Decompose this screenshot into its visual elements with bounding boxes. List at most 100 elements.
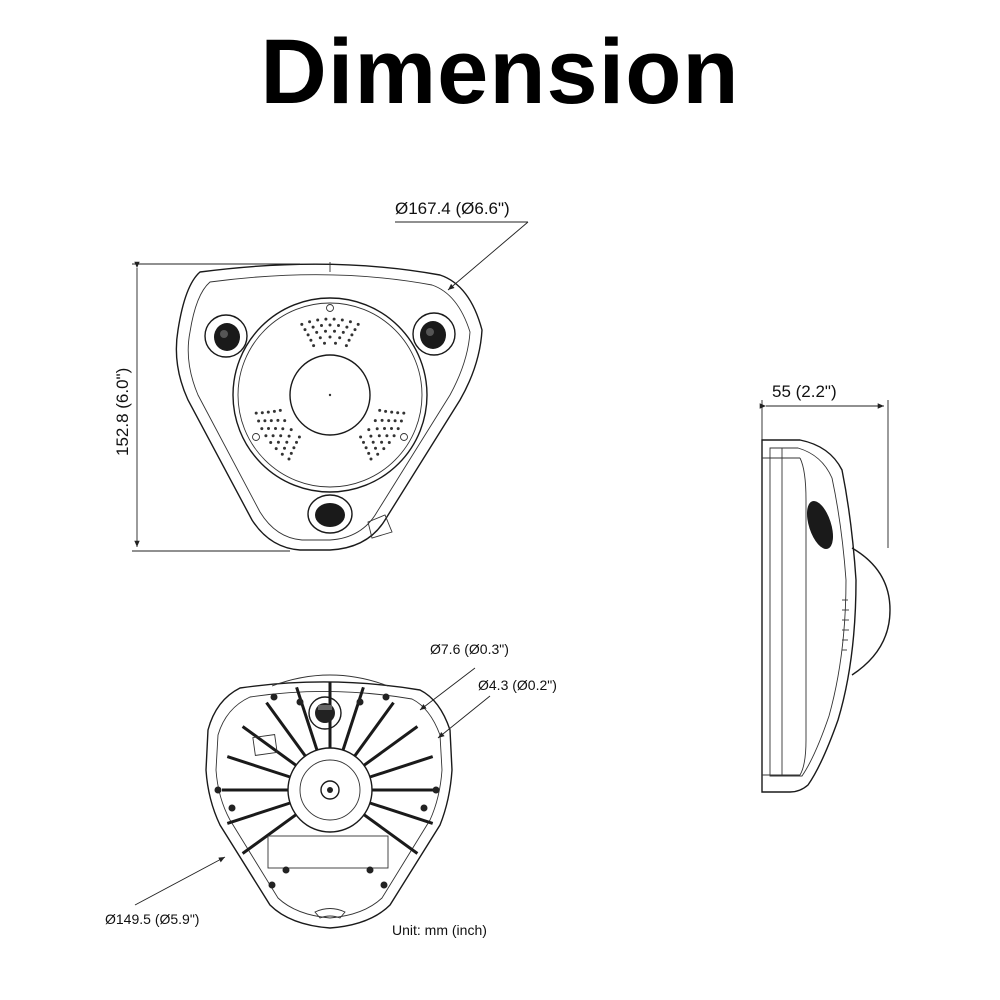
top-view: [132, 221, 529, 552]
grille-dot: [380, 418, 384, 422]
grille-dot: [362, 440, 365, 444]
grille-dot: [387, 419, 391, 423]
grille-dot: [374, 446, 377, 450]
base-view: [134, 667, 491, 929]
grille-dot: [376, 452, 380, 456]
grille-dot: [396, 411, 400, 415]
grille-dot: [377, 434, 381, 438]
grille-dot: [269, 441, 273, 444]
grille-dot: [276, 418, 280, 422]
screw-hole: [382, 693, 390, 701]
grille-dot: [353, 328, 357, 332]
screw-hole: [356, 698, 364, 706]
grille-dot: [328, 335, 332, 339]
base-rib: [241, 813, 297, 855]
grille-dot: [367, 451, 371, 455]
grille-dot: [371, 440, 375, 444]
grille-dot: [396, 427, 400, 431]
side-view-dome: [851, 547, 891, 676]
grille-dot: [341, 330, 345, 334]
grille-dot: [320, 324, 323, 327]
grille-dot: [289, 451, 293, 455]
screw-holes: [214, 693, 440, 889]
screw-hole: [296, 698, 304, 706]
grille-dot: [285, 440, 289, 444]
grille-dot: [332, 317, 336, 321]
grille-dot: [260, 411, 264, 415]
grille-dot: [278, 408, 282, 412]
grille-dot: [274, 447, 278, 451]
grille-dot: [297, 435, 301, 439]
grille-dot: [345, 325, 349, 329]
top-diameter-leader: [395, 221, 529, 291]
hole-leaders: [419, 667, 491, 739]
grille-dot: [295, 440, 298, 444]
top-view-inner-outline: [187, 274, 471, 541]
base-rib: [363, 725, 419, 767]
grille-dot: [393, 419, 397, 423]
grille-dot: [382, 447, 386, 451]
top-view-lens: [289, 354, 371, 436]
grille-dot: [272, 409, 276, 413]
screw-hole: [432, 786, 440, 794]
grille-dot: [324, 329, 327, 333]
grille-dot: [402, 411, 406, 415]
side-view-grille: [842, 599, 849, 651]
depth-label: 55 (2.2"): [772, 382, 837, 401]
grille-dot: [269, 419, 273, 423]
screw-hole: [270, 693, 278, 701]
grille-dot: [347, 338, 351, 342]
depth-dimension: [759, 400, 889, 548]
base-rib: [226, 801, 291, 825]
base-ribs: [222, 682, 438, 855]
grille-dot: [267, 427, 270, 430]
grille-dot: [369, 457, 373, 461]
base-diameter-leader: [134, 856, 226, 906]
grille-dot: [306, 333, 310, 337]
grille-dot: [328, 323, 332, 327]
grille-dot: [260, 427, 264, 431]
base-rib: [341, 686, 365, 751]
grille-dot: [348, 320, 352, 324]
screw-hole: [268, 881, 276, 889]
grille-dot: [337, 324, 340, 327]
grille-dot: [308, 320, 312, 324]
grille-dot: [300, 322, 304, 326]
grille-dot: [350, 333, 354, 337]
hole-small-label: Ø4.3 (Ø0.2"): [478, 677, 557, 693]
grille-dot: [383, 427, 386, 430]
grille-dot: [318, 336, 322, 340]
screw-hole: [282, 866, 290, 874]
grille-dot: [283, 446, 286, 450]
side-view: [759, 400, 891, 793]
height-dimension: [132, 261, 300, 552]
ir-window-right: [412, 312, 456, 356]
grille-dot: [323, 341, 326, 345]
grille-dot: [334, 341, 337, 345]
grille-dot: [364, 446, 368, 450]
grille-dot: [292, 446, 296, 450]
screw-hole: [228, 804, 236, 812]
grille-dot: [274, 427, 277, 430]
speaker-grille: [254, 317, 406, 461]
screw-hole: [380, 881, 388, 889]
grille-dot: [344, 344, 348, 348]
grille-dot: [356, 322, 360, 326]
hole-large-label: Ø7.6 (Ø0.3"): [430, 641, 509, 657]
grille-dot: [359, 435, 363, 439]
grille-dot: [303, 328, 307, 332]
grille-dot: [287, 457, 291, 461]
side-view-outline: [761, 439, 857, 793]
grille-dot: [289, 428, 293, 432]
ir-window-bottom: [307, 494, 353, 534]
grille-dot: [312, 344, 316, 348]
base-rib: [241, 725, 297, 767]
grille-dot: [392, 434, 396, 438]
grille-dot: [287, 434, 291, 438]
base-diameter-label: Ø149.5 (Ø5.9"): [105, 911, 200, 927]
base-rib: [353, 701, 395, 757]
grille-dot: [279, 434, 283, 438]
grille-dot: [276, 440, 280, 444]
